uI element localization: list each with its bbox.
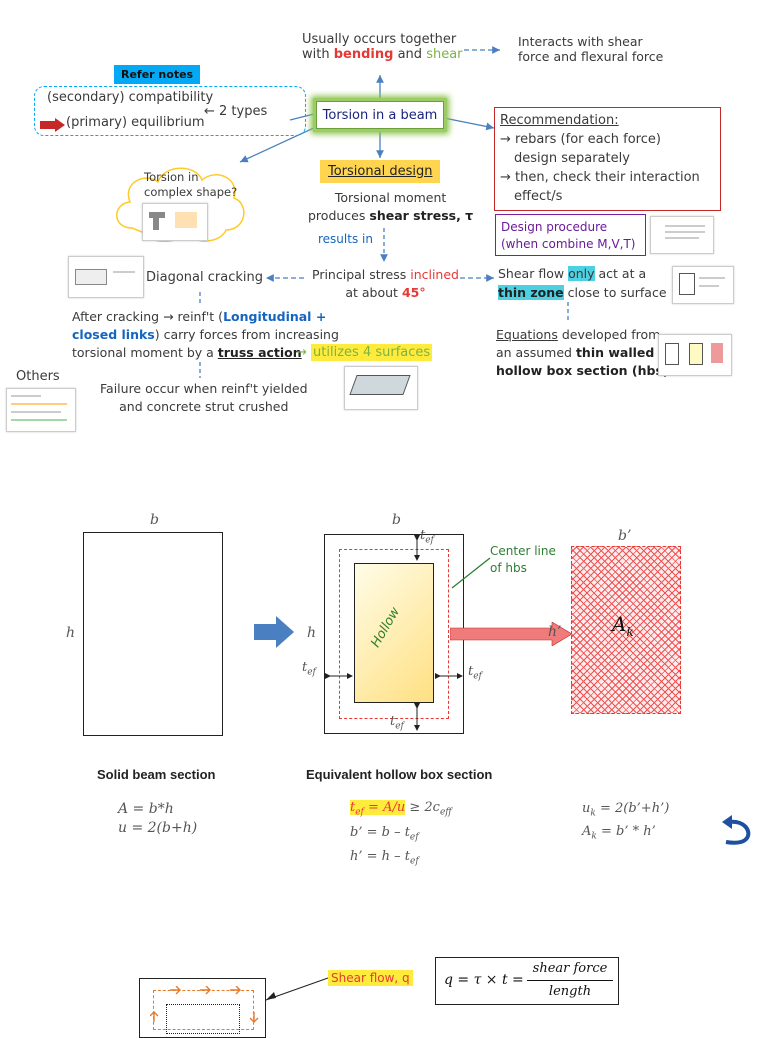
ak-area-label: Ak [612,612,634,639]
tef-right-label: tef [468,664,482,682]
truss-model-thumbnail[interactable] [344,366,418,410]
return-icon[interactable] [722,814,752,848]
shear-flow-text: Shear flow only act at a thin zone close… [498,266,667,300]
ak-b-label: b’ [618,528,632,544]
failure-text: Failure occur when reinf't yielded and c… [100,381,308,414]
torsion-in-beam-node[interactable]: Torsion in a beam [313,98,447,132]
shear-flow-arrows [150,986,259,1023]
diagonal-cracking-label: Diagonal cracking [146,270,263,285]
principal-stress-text: Principal stress inclined at about 45° [312,267,459,300]
center-line-rect [339,549,449,719]
results-in-label: results in [318,232,373,246]
ak-equations: uk = 2(b’+h’) Ak = b’ * h’ [582,801,670,842]
hollow-equations: tef = A/u ≥ 2ceff b’ = b – tef h’ = h – … [350,800,452,867]
design-procedure-text: Design procedure (when combine M,V,T) [501,220,636,251]
design-procedure-box[interactable] [495,214,646,256]
complex-shape-thumbnail[interactable] [142,203,208,241]
hollow-b-label: b [392,512,401,528]
hollow-box-title: Equivalent hollow box section [306,767,493,782]
interacts-text: Interacts with shear force and flexural … [518,34,664,64]
shear-flow-pointer [265,977,329,1001]
shear-flow-formula-box [435,957,619,1005]
hollow-core-rect [354,563,434,703]
utilizes-text: → utilizes 4 surfaces [296,344,433,361]
tef-arrows [325,535,463,731]
tef-left-label: tef [302,660,316,678]
solid-beam-rect [83,532,223,736]
after-cracking-text: After cracking → reinf't (Longitudinal +… [72,309,339,360]
torsional-design-node[interactable]: Torsional design [320,160,441,183]
center-line-label: Center line of hbs [490,544,556,575]
red-arrow-icon [40,117,65,132]
torsional-moment-text: Torsional moment produces shear stress, … [308,190,474,223]
hbs-thumbnail[interactable] [658,334,732,376]
formula-fraction: shear force length [527,960,613,1001]
torsion-types-box [34,86,306,136]
recommendation-box [494,107,721,211]
tef-bottom-label: tef [390,714,404,732]
solid-equations: A = b*h u = 2(b+h) [118,801,198,836]
transform-arrow-icon [254,616,294,648]
hbs-to-ak-arrow-icon [450,622,573,646]
ak-h-label: h’ [548,624,562,640]
tef-top-label: tef [420,528,434,546]
others-thumbnail[interactable] [6,388,76,432]
others-label: Others [16,369,60,384]
cloud-text: Torsion in complex shape? [144,170,238,199]
ak-area-rect [571,546,681,714]
shear-flow-q-label: Shear flow, q [328,970,413,986]
design-procedure-thumbnail[interactable] [650,216,714,254]
solid-beam-title: Solid beam section [97,767,216,782]
solid-h-label: h [66,625,76,641]
recommendation-text: Recommendation: → rebars (for each force… [500,113,700,204]
center-line-pointer [451,557,491,589]
mindmap-connectors [199,46,569,378]
usually-occurs-text: Usually occurs together with bending and… [302,32,463,62]
formula-lhs: q = τ × t = [444,972,524,988]
secondary-compatibility: (secondary) compatibility [47,90,214,105]
solid-b-label: b [150,512,159,528]
diagonal-cracking-thumbnail[interactable] [68,256,144,298]
primary-equilibrium: (primary) equilibrium [66,115,205,130]
refer-notes-badge[interactable]: Refer notes [114,65,201,84]
equations-text: Equations developed from an assumed thin… [496,327,669,378]
torsion-in-beam-label: Torsion in a beam [316,101,444,129]
shear-flow-thumbnail[interactable] [672,266,734,304]
two-types-label: ← 2 types [204,104,268,119]
hollow-h-label: h [307,625,317,641]
